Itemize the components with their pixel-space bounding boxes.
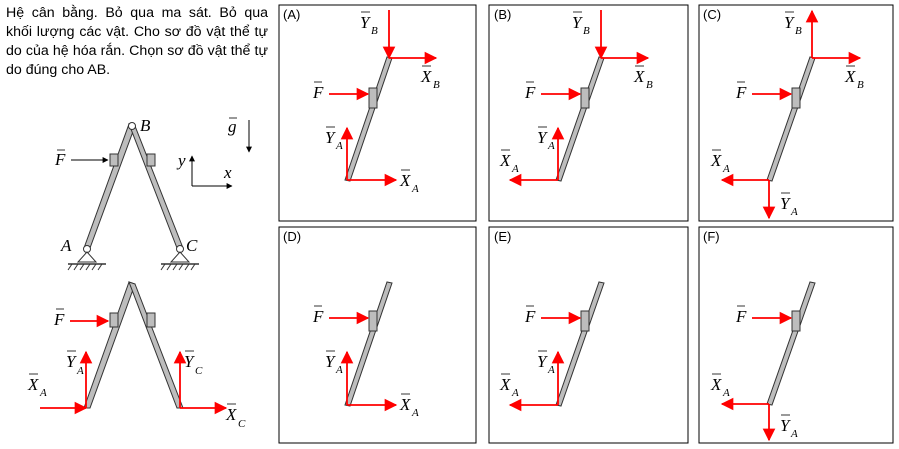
- svg-text:F: F: [524, 307, 536, 326]
- joint-b: [128, 122, 136, 130]
- svg-text:A: A: [411, 183, 419, 195]
- option-c-label: (C): [703, 7, 721, 22]
- hatch-c: [160, 263, 196, 271]
- svg-text:F: F: [312, 307, 324, 326]
- svg-text:B: B: [371, 25, 378, 37]
- svg-text:A: A: [722, 163, 730, 175]
- svg-text:B: B: [857, 79, 864, 91]
- label-xc: X: [225, 405, 237, 424]
- svg-text:F: F: [524, 83, 536, 102]
- svg-text:X: X: [844, 67, 856, 86]
- label-axis-y: y: [176, 151, 186, 170]
- label-a: A: [60, 236, 72, 255]
- label-g: g: [228, 117, 237, 136]
- svg-text:C: C: [238, 418, 246, 430]
- svg-text:X: X: [710, 375, 722, 394]
- svg-text:Y: Y: [537, 128, 548, 147]
- svg-text:A: A: [511, 163, 519, 175]
- svg-text:Y: Y: [572, 13, 583, 32]
- label-ya: Y: [66, 352, 77, 371]
- label-xa: X: [27, 375, 39, 394]
- svg-text:B: B: [583, 25, 590, 37]
- svg-text:X: X: [710, 151, 722, 170]
- option-e-label: (E): [494, 229, 511, 244]
- option-f-label: (F): [703, 229, 720, 244]
- option-b-label: (B): [494, 7, 511, 22]
- rod-ab: [83, 123, 136, 249]
- rod-ab-fbd: [83, 281, 136, 409]
- svg-text:A: A: [76, 365, 84, 377]
- free-body-system: F X A Y A Y C X C: [27, 281, 246, 430]
- svg-text:A: A: [39, 387, 47, 399]
- svg-text:Y: Y: [780, 194, 791, 213]
- svg-text:A: A: [547, 364, 555, 376]
- svg-text:X: X: [420, 67, 432, 86]
- support-a: [76, 251, 98, 263]
- label-c: C: [186, 236, 198, 255]
- svg-text:B: B: [433, 79, 440, 91]
- svg-text:Y: Y: [537, 352, 548, 371]
- structure-diagram: F B A C g y x: [54, 116, 252, 271]
- support-c: [169, 251, 191, 263]
- label-b: B: [140, 116, 151, 135]
- label-f-fbd: F: [53, 310, 65, 329]
- label-yc: Y: [184, 352, 195, 371]
- plate-right: [146, 153, 156, 167]
- svg-text:A: A: [335, 140, 343, 152]
- rod-bc: [128, 123, 184, 249]
- svg-text:A: A: [335, 364, 343, 376]
- option-a-label: (A): [283, 7, 300, 22]
- hatch-a: [67, 263, 103, 271]
- svg-text:B: B: [646, 79, 653, 91]
- option-d-label: (D): [283, 229, 301, 244]
- svg-text:Y: Y: [360, 13, 371, 32]
- svg-text:Y: Y: [784, 13, 795, 32]
- plate-left: [109, 153, 119, 167]
- svg-text:A: A: [511, 387, 519, 399]
- svg-text:Y: Y: [325, 352, 336, 371]
- label-f: F: [54, 150, 66, 169]
- svg-text:A: A: [790, 428, 798, 440]
- svg-text:X: X: [399, 395, 411, 414]
- question-text: Hệ cân bằng. Bỏ qua ma sát. Bỏ qua khối …: [6, 5, 268, 78]
- svg-text:X: X: [399, 171, 411, 190]
- svg-text:Y: Y: [780, 416, 791, 435]
- svg-text:A: A: [722, 387, 730, 399]
- svg-text:F: F: [735, 83, 747, 102]
- svg-text:A: A: [547, 140, 555, 152]
- svg-text:X: X: [499, 151, 511, 170]
- svg-text:A: A: [790, 206, 798, 218]
- svg-text:F: F: [312, 83, 324, 102]
- svg-text:C: C: [195, 365, 203, 377]
- svg-text:X: X: [633, 67, 645, 86]
- svg-text:Y: Y: [325, 128, 336, 147]
- label-axis-x: x: [223, 163, 232, 182]
- svg-text:B: B: [795, 25, 802, 37]
- svg-text:F: F: [735, 307, 747, 326]
- svg-text:A: A: [411, 407, 419, 419]
- svg-text:X: X: [499, 375, 511, 394]
